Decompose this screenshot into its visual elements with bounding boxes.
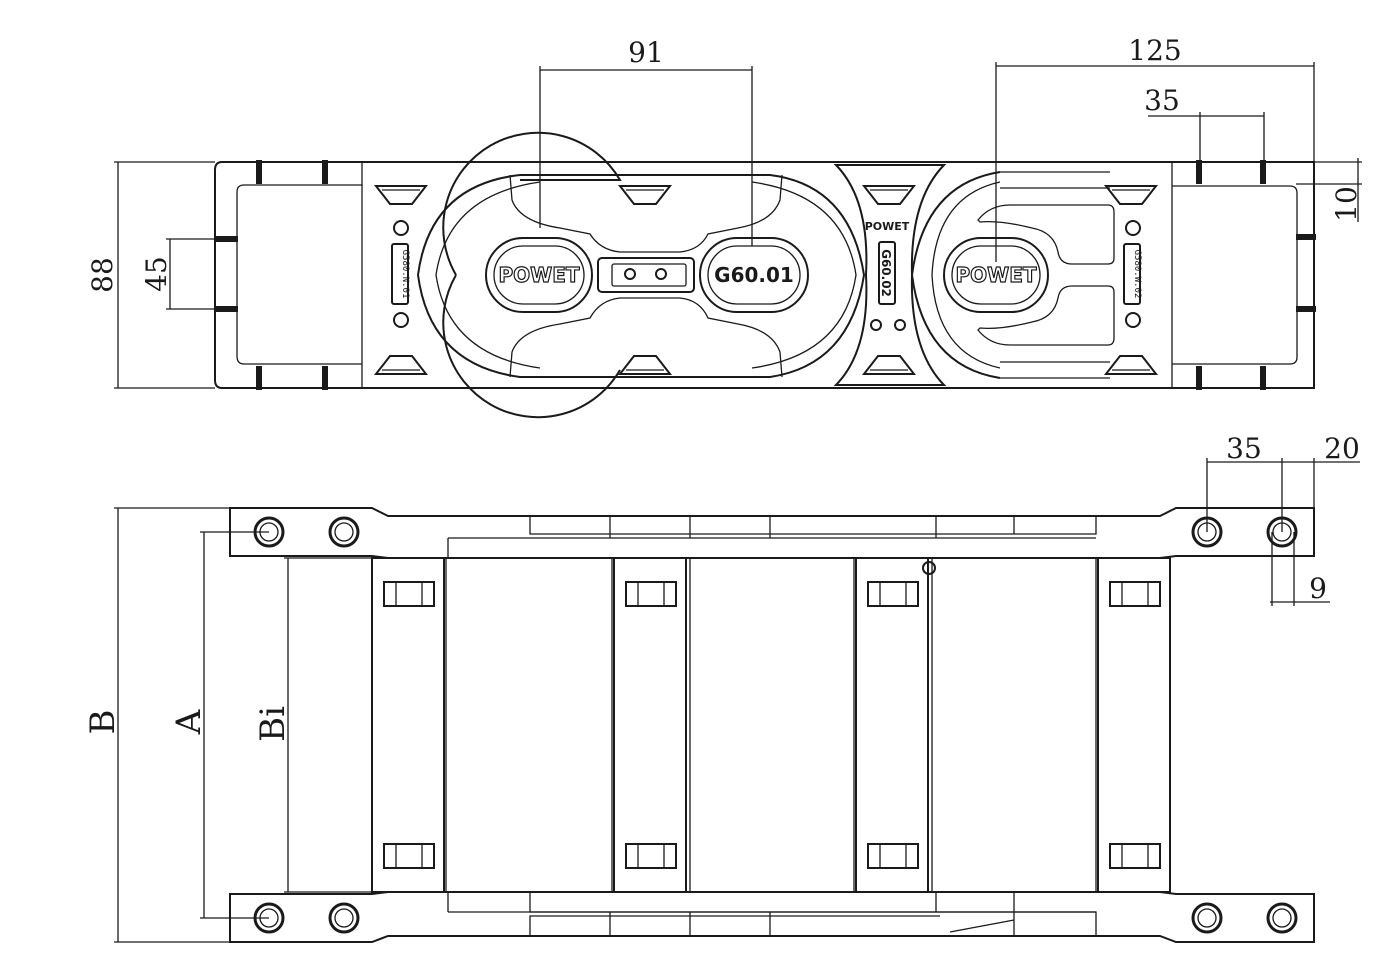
dim-35-bottom: 35 (1226, 432, 1262, 465)
connector-marks (214, 160, 1316, 390)
nubs (373, 185, 1159, 375)
dim-10: 10 (1330, 186, 1363, 222)
dim-45: 45 (140, 256, 173, 292)
model-label-mid: G60.02 (879, 249, 893, 297)
dim-125: 125 (1128, 34, 1181, 67)
top-view: B A Bi 35 20 9 (83, 432, 1360, 943)
side-view: POWET G60.01 G580.N.01 (86, 34, 1363, 419)
tag-left: G580.N.01 (400, 250, 410, 299)
label-A: A (169, 709, 209, 735)
dim-9: 9 (1309, 572, 1327, 605)
brand-label-small: POWET (865, 220, 910, 233)
dim-88: 88 (86, 257, 119, 293)
label-B: B (83, 710, 123, 735)
brand-label-left: POWET (498, 263, 579, 287)
label-Bi: Bi (253, 706, 293, 742)
link-plates (371, 557, 1171, 893)
brand-label-right: POWET (955, 263, 1036, 287)
dimensions-side: 91 125 35 10 88 45 (86, 34, 1363, 389)
tag-right: G580.W.02 (1132, 250, 1142, 299)
dimensions-top: B A Bi 35 20 9 (83, 432, 1360, 943)
dim-35-top: 35 (1144, 84, 1180, 117)
mounting-holes (253, 516, 1298, 934)
dim-20: 20 (1324, 432, 1360, 465)
model-label-main: G60.01 (714, 263, 794, 287)
dim-91: 91 (628, 36, 664, 69)
slot-windows (383, 581, 1161, 869)
